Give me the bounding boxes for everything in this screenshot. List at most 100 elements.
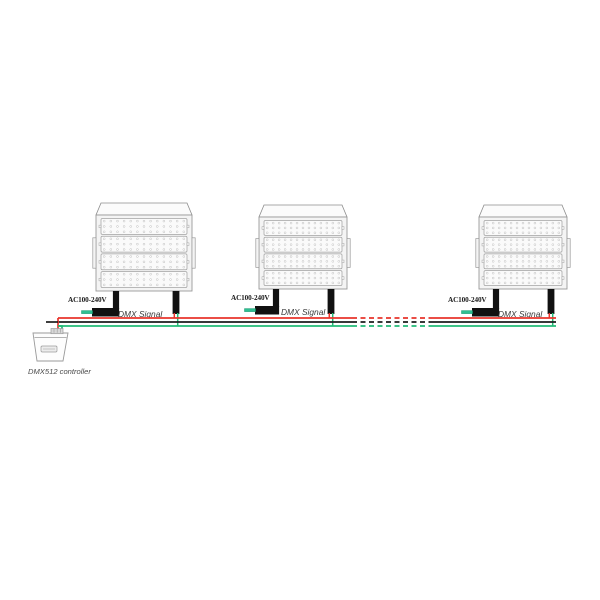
led-dot (509, 255, 513, 258)
led-dot (122, 248, 126, 251)
led-dot (307, 221, 311, 225)
led-dot (109, 237, 113, 240)
fixture-housing-top (478, 204, 568, 218)
led-dot (301, 281, 305, 285)
led-dot (557, 265, 560, 268)
led-dot (319, 231, 323, 234)
led-dot (295, 243, 299, 246)
led-dot (301, 265, 305, 268)
led-dot (182, 248, 185, 251)
led-dot (116, 248, 119, 251)
led-dot (551, 255, 555, 258)
led-dot (313, 243, 317, 246)
led-dot (175, 237, 179, 240)
led-dot (521, 255, 525, 258)
led-dot (301, 255, 305, 258)
led-dot (142, 237, 146, 240)
led-dot (149, 273, 152, 276)
led-dot (301, 243, 305, 246)
dmx-signal-cable (327, 289, 335, 314)
led-dot (175, 230, 179, 233)
led-dot (129, 278, 132, 281)
led-dot (175, 242, 179, 246)
led-dot (295, 272, 299, 275)
led-dot (527, 272, 531, 275)
module-tab-right (561, 243, 565, 247)
led-dot (331, 276, 335, 280)
ac-connector-block[interactable] (255, 306, 280, 315)
bracket-left (255, 238, 260, 268)
led-dot (325, 281, 329, 285)
led-dot (136, 273, 139, 276)
ac-plug-teal[interactable] (81, 310, 93, 314)
module-tab-left (481, 276, 485, 280)
led-dot (103, 237, 106, 240)
led-dot (331, 260, 335, 263)
led-dot (527, 276, 531, 280)
led-dot (156, 242, 159, 246)
ac-connector-block[interactable] (472, 308, 500, 317)
led-dot (313, 248, 317, 251)
led-dot (533, 276, 537, 280)
led-module (98, 253, 190, 271)
led-dot (129, 260, 132, 264)
led-dot (156, 283, 159, 287)
controller-label: DMX512 controller (28, 367, 91, 376)
led-dot (156, 237, 159, 240)
led-dot (289, 265, 293, 268)
led-dot (156, 260, 159, 264)
led-dot (313, 255, 317, 258)
module-tab-left (261, 226, 265, 230)
led-dot (182, 266, 185, 269)
led-dot (307, 272, 311, 275)
led-dot (307, 276, 311, 280)
led-dot (277, 260, 281, 263)
led-dot (515, 272, 519, 275)
led-dot (527, 221, 531, 225)
led-dot (539, 276, 543, 280)
led-dot (491, 260, 495, 263)
led-dot (527, 281, 531, 285)
led-dot (515, 226, 519, 230)
led-dot (325, 260, 329, 263)
led-dot (503, 276, 507, 280)
led-dot (521, 238, 525, 241)
dmx-power-bus (46, 317, 556, 338)
led-dot (175, 219, 179, 223)
led-dot (325, 243, 329, 246)
bracket-right (346, 238, 351, 268)
led-dot (162, 225, 166, 228)
led-dot (169, 237, 172, 240)
led-dot (182, 219, 185, 223)
led-dot (539, 248, 543, 251)
led-dot (497, 272, 501, 275)
led-dot (521, 260, 525, 263)
led-dot (129, 230, 132, 233)
led-dot (497, 255, 501, 258)
led-dot (266, 231, 269, 234)
led-dot (129, 248, 132, 251)
module-tab-left (481, 259, 485, 263)
led-dot (527, 226, 531, 230)
led-dot (307, 255, 311, 258)
ac-plug-teal[interactable] (244, 308, 256, 312)
led-dot (521, 248, 525, 251)
led-dot (319, 238, 323, 241)
led-dot (337, 243, 340, 246)
led-dot (169, 278, 172, 281)
bracket-left (475, 238, 480, 268)
led-dot (539, 265, 543, 268)
led-dot (271, 260, 275, 263)
ac-plug-teal[interactable] (461, 310, 473, 314)
led-dot (325, 238, 329, 241)
dmx512-controller[interactable]: DMX512 controller (28, 328, 91, 377)
led-dot (545, 231, 549, 234)
led-dot (515, 238, 519, 241)
led-dot (337, 276, 340, 280)
led-dot (527, 238, 531, 241)
ac-connector-block[interactable] (92, 308, 120, 317)
module-tab-left (261, 243, 265, 247)
